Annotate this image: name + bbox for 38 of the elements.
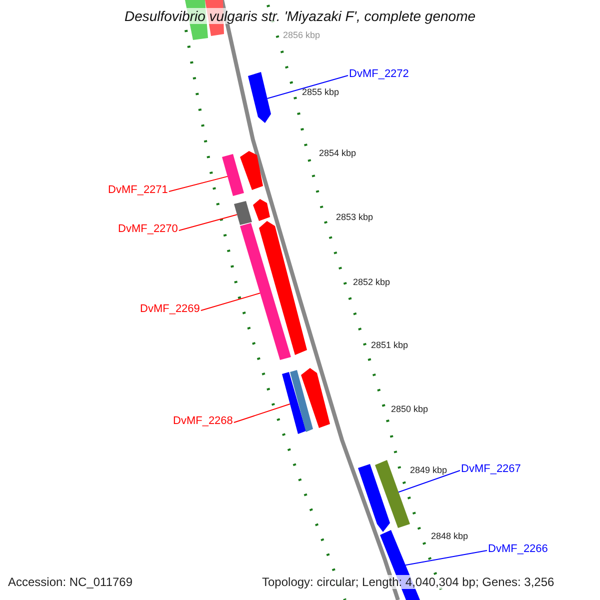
leader-line bbox=[405, 550, 488, 566]
gene-label: DvMF_2272 bbox=[349, 68, 409, 81]
leader-line bbox=[168, 176, 228, 192]
scale-label: 2850 kbp bbox=[391, 404, 428, 415]
scale-label: 2855 kbp bbox=[302, 87, 340, 98]
scale-label: 2853 kbp bbox=[336, 212, 374, 223]
gene-block bbox=[358, 464, 390, 532]
scale-label: 2848 kbp bbox=[431, 531, 468, 542]
leader-line bbox=[233, 404, 290, 423]
accession-text: Accession: NC_011769 bbox=[8, 575, 133, 589]
gene-label: DvMF_2268 bbox=[173, 415, 233, 428]
leader-line bbox=[266, 75, 348, 99]
scale-label: 2852 kbp bbox=[353, 277, 390, 288]
scale-label: 2849 kbp bbox=[410, 465, 448, 476]
leader-line bbox=[178, 214, 238, 231]
scale-label: 2854 kbp bbox=[319, 148, 356, 159]
gene-label: DvMF_2270 bbox=[118, 223, 178, 236]
gene-block bbox=[240, 151, 263, 190]
gene-label: DvMF_2266 bbox=[488, 543, 548, 556]
genome-summary-text: Topology: circular; Length: 4,040,304 bp; Genes: 3,256 bbox=[262, 575, 554, 589]
scale-label: 2856 kbp bbox=[283, 30, 320, 41]
gene-block bbox=[375, 460, 410, 528]
gene-block bbox=[240, 223, 291, 360]
gene-label: DvMF_2269 bbox=[140, 303, 200, 316]
gene-block bbox=[234, 201, 252, 225]
leader-line bbox=[200, 292, 261, 311]
gene-block bbox=[259, 221, 307, 355]
gene-label: DvMF_2267 bbox=[461, 463, 521, 476]
gene-label: DvMF_2271 bbox=[108, 184, 168, 197]
gene-block bbox=[282, 372, 306, 434]
gene-block bbox=[253, 199, 270, 221]
scale-label: 2851 kbp bbox=[371, 340, 408, 351]
leader-line bbox=[398, 470, 460, 493]
gene-block bbox=[301, 368, 330, 428]
gene-block bbox=[290, 370, 313, 432]
gene-block bbox=[248, 72, 271, 123]
gene-block bbox=[222, 154, 244, 196]
diagram-title: Desulfovibrio vulgaris str. 'Miyazaki F', complete genome bbox=[124, 8, 476, 24]
